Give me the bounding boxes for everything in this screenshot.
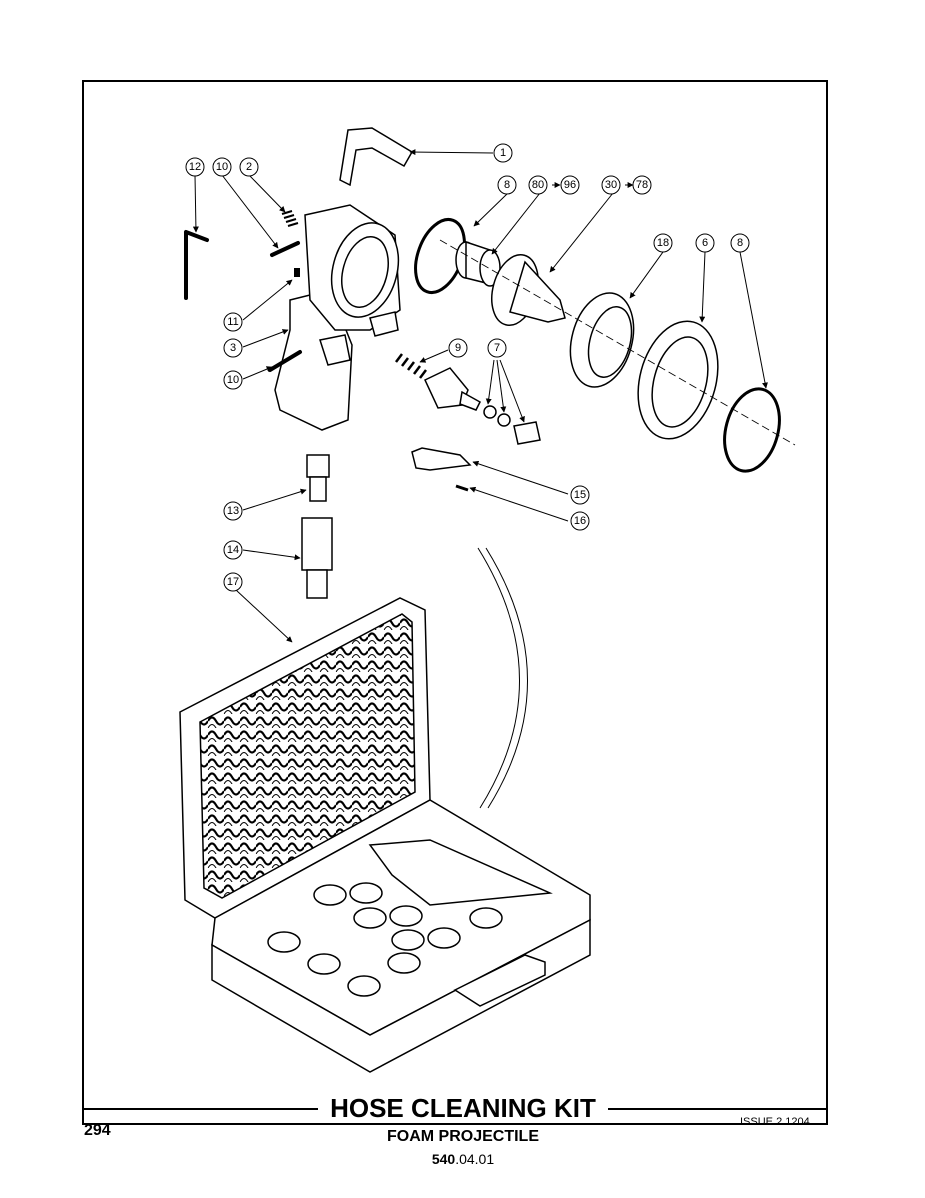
callout-16: 16 [574,515,586,527]
title-rule [608,1108,826,1110]
carry-case-part [179,597,591,1073]
small-block-part [294,268,300,277]
callout-13: 13 [227,505,239,517]
callout-18: 18 [657,237,669,249]
gun-body-part [274,204,401,431]
callout-17: 17 [227,576,239,588]
page-number: 294 [84,1122,111,1139]
callout-11: 11 [227,316,238,328]
callout-8: 8 [504,179,510,191]
page-title: HOSE CLEANING KIT [330,1093,596,1123]
callout-10: 10 [227,374,239,386]
callout-2: 2 [246,161,252,173]
callout-12: 12 [189,161,201,173]
callout-7: 7 [494,342,500,354]
nozzle-part [491,254,566,326]
o-ring-part [723,387,781,473]
issue-label: ISSUE 2 1204 [740,1116,810,1128]
reference-bold: 540 [431,1151,456,1167]
page-subtitle: FOAM PROJECTILE [386,1128,539,1145]
reference-rest: .04.01 [455,1151,495,1167]
callout-14: 14 [227,544,239,556]
callout-96: 96 [564,179,576,191]
screw-part [455,484,469,492]
hex-key-part [184,230,209,300]
callout-78: 78 [636,179,648,191]
plug-part [455,240,501,287]
callout-3: 3 [230,342,236,354]
callout-1: 1 [500,147,506,159]
small-spring-part [281,210,299,227]
lower-bracket-part [411,447,472,471]
callout-8: 8 [737,237,743,249]
coupler-part [301,517,333,599]
top-bracket-part [339,127,414,187]
callout-10: 10 [216,161,228,173]
pin-part [268,241,302,372]
valve-spring-part [395,353,427,379]
callout-15: 15 [574,489,586,501]
callout-80: 80 [532,179,544,191]
callout-9: 9 [455,342,461,354]
callout-6: 6 [702,237,708,249]
title-rule [84,1108,318,1110]
fitting-part [306,454,330,502]
reference-number: 540.04.01 [320,1151,606,1167]
threaded-ring-part [569,292,635,388]
callout-30: 30 [605,179,617,191]
retaining-ring-part [637,320,719,440]
drawing-frame [82,80,828,1125]
valve-assembly-part [424,367,541,445]
